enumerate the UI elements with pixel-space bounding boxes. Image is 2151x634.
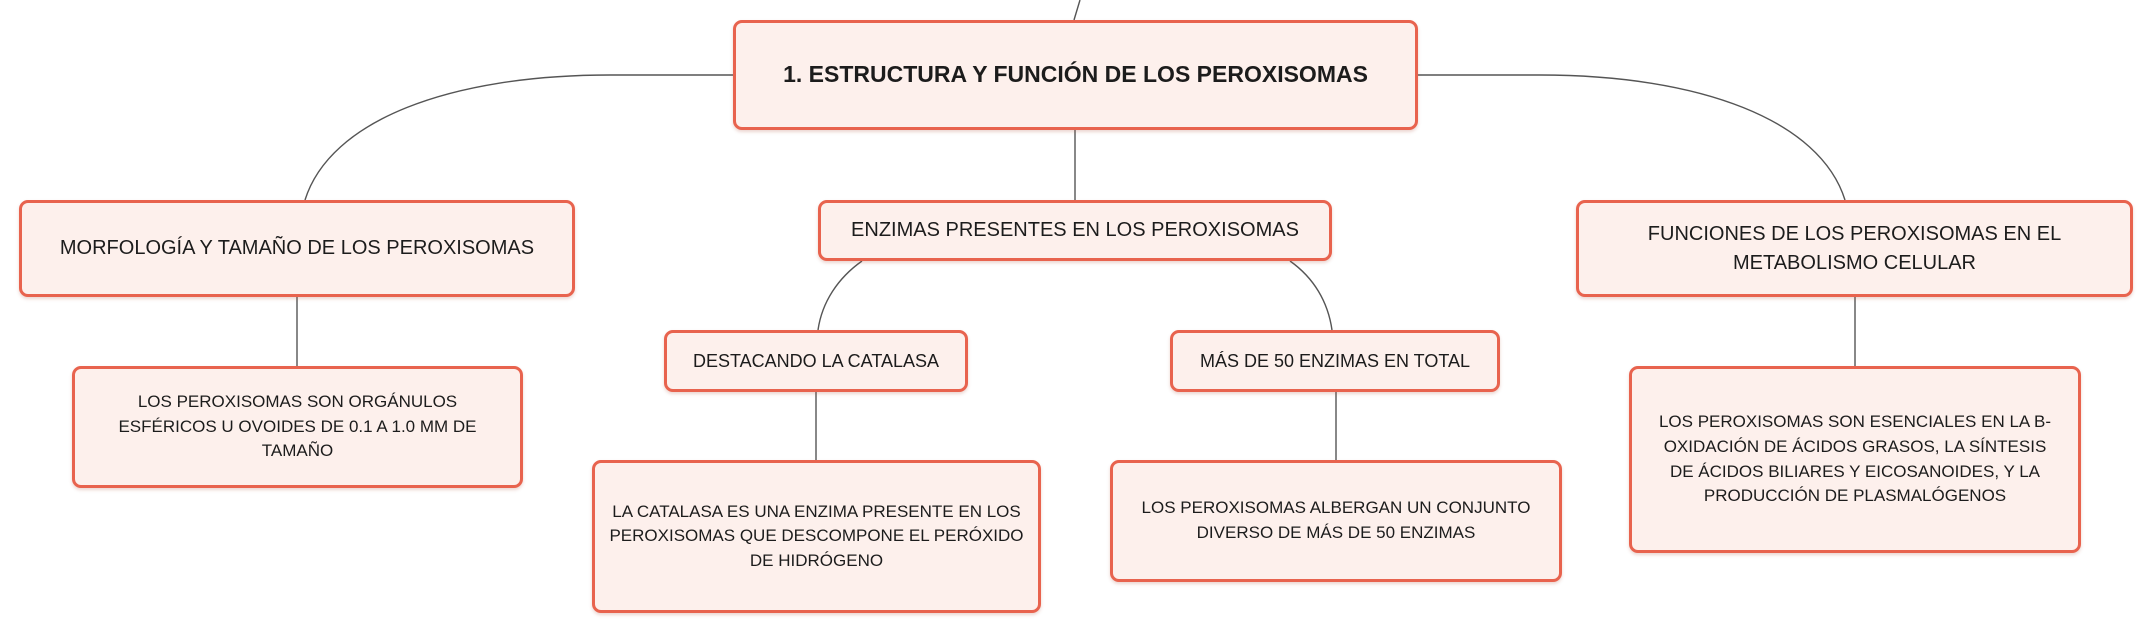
- root-label: 1. ESTRUCTURA Y FUNCIÓN DE LOS PEROXISOM…: [783, 61, 1368, 88]
- funciones-detail-node[interactable]: LOS PEROXISOMAS SON ESENCIALES EN LA Β-O…: [1629, 366, 2081, 553]
- total-label: MÁS DE 50 ENZIMAS EN TOTAL: [1199, 350, 1471, 371]
- root-node[interactable]: 1. ESTRUCTURA Y FUNCIÓN DE LOS PEROXISOM…: [733, 20, 1418, 130]
- connector-root-morfologia: [304, 74, 733, 201]
- catalasa-detail-node[interactable]: LA CATALASA ES UNA ENZIMA PRESENTE EN LO…: [592, 460, 1041, 613]
- connector-enzimas-total: [1289, 260, 1333, 331]
- morfologia-detail-text: LOS PEROXISOMAS SON ORGÁNULOS ESFÉRICOS …: [118, 392, 477, 461]
- enzimas-node[interactable]: ENZIMAS PRESENTES EN LOS PEROXISOMAS: [818, 200, 1332, 261]
- catalasa-detail-text: LA CATALASA ES UNA ENZIMA PRESENTE EN LO…: [609, 501, 1024, 570]
- funciones-node[interactable]: FUNCIONES DE LOS PEROXISOMAS EN EL METAB…: [1576, 200, 2133, 297]
- catalasa-label: DESTACANDO LA CATALASA: [692, 350, 940, 371]
- enzimas-label: ENZIMAS PRESENTES EN LOS PEROXISOMAS: [851, 219, 1299, 241]
- funciones-detail-text: LOS PEROXISOMAS SON ESENCIALES EN LA Β-O…: [1658, 412, 2052, 506]
- morfologia-label: MORFOLOGÍA Y TAMAÑO DE LOS PEROXISOMAS: [59, 237, 535, 259]
- connector-root-funciones: [1418, 74, 1846, 201]
- morfologia-detail-node[interactable]: LOS PEROXISOMAS SON ORGÁNULOS ESFÉRICOS …: [72, 366, 523, 488]
- funciones-label: FUNCIONES DE LOS PEROXISOMAS EN EL METAB…: [1647, 222, 2062, 274]
- total-detail-text: LOS PEROXISOMAS ALBERGAN UN CONJUNTO DIV…: [1141, 498, 1531, 542]
- connector-enzimas-catalasa: [817, 260, 863, 331]
- total-detail-node[interactable]: LOS PEROXISOMAS ALBERGAN UN CONJUNTO DIV…: [1110, 460, 1562, 582]
- connector-parent-root: [1073, 0, 1081, 21]
- catalasa-node[interactable]: DESTACANDO LA CATALASA: [664, 330, 968, 392]
- total-node[interactable]: MÁS DE 50 ENZIMAS EN TOTAL: [1170, 330, 1500, 392]
- morfologia-node[interactable]: MORFOLOGÍA Y TAMAÑO DE LOS PEROXISOMAS: [19, 200, 575, 297]
